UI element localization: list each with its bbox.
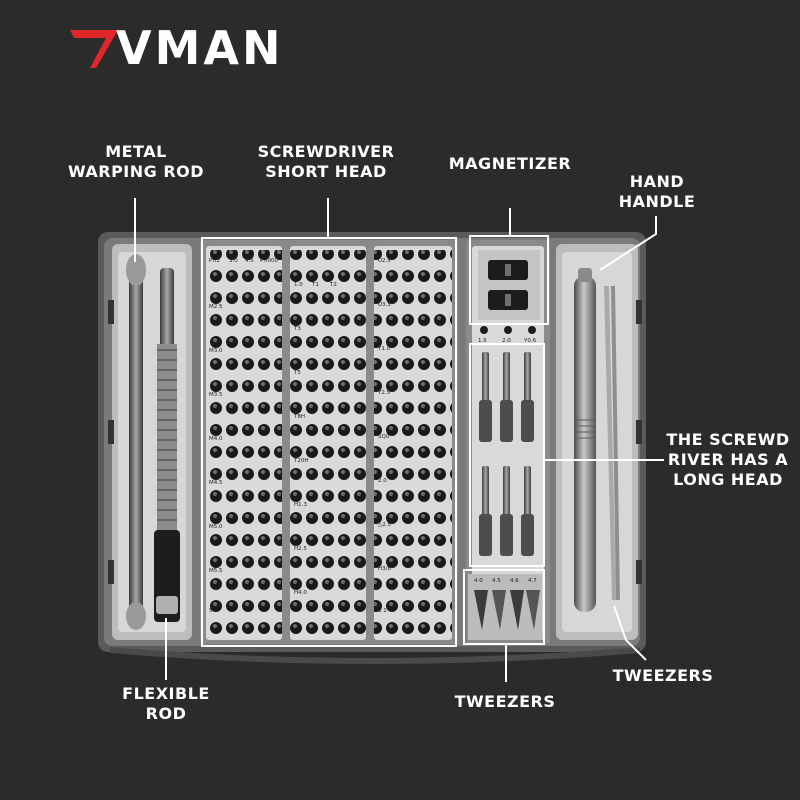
label-magnetizer: MAGNETIZER (448, 154, 572, 173)
tweezer-bits: 4.0 4.5 4.6 4.7 (468, 574, 542, 640)
bit-label: 2.0 (378, 478, 387, 484)
bit-label: T8H (293, 414, 305, 420)
long-head-bits (479, 352, 534, 556)
bit-label: T1 (311, 282, 319, 288)
bit-label: Y0.6 (523, 338, 537, 344)
bit-label: Y2.5 (377, 390, 391, 396)
bit-label: 1.0 (294, 282, 303, 288)
bit-label: H4.0 (294, 590, 307, 596)
bit-label: 2.0 (502, 338, 511, 344)
brand-logo: VMAN (66, 22, 283, 74)
bit-label: 1.5 (478, 338, 487, 344)
bit-label: T20H (293, 458, 309, 464)
bit-label: M3.0 (209, 348, 223, 354)
bit-label: M2.5 (209, 304, 223, 310)
label-long-head: THE SCREWD RIVER HAS A LONG HEAD (666, 430, 790, 489)
short-head-bit-tray (200, 240, 458, 644)
label-hand-handle: HAND HANDLE (618, 172, 696, 211)
label-tweezers-right: TWEEZERS (612, 666, 714, 685)
bit-label: H2.5 (294, 546, 307, 552)
label-metal-warping-rod: METAL WARPING ROD (67, 142, 205, 181)
bit-label: T2 (329, 282, 337, 288)
bit-label: 0.1 (378, 608, 387, 614)
bit-label: M4.5 (209, 480, 223, 486)
bit-label: M3.5 (209, 392, 223, 398)
logo-v-mark-icon (70, 30, 118, 68)
right-compartment (556, 244, 642, 640)
bit-label: △2.5 (378, 522, 391, 528)
metal-warping-rod (126, 254, 146, 630)
bit-label: T3 (293, 326, 301, 332)
flexible-rod (154, 268, 180, 622)
bit-label: H1.3 (294, 502, 307, 508)
bit-label: 3.0 (229, 258, 238, 264)
tweezer-bits-highlight-frame (463, 569, 545, 645)
bit-label: T5 (293, 370, 301, 376)
bit-label: PH2 (209, 258, 220, 264)
bit-label: 4.7 (528, 578, 537, 584)
bit-label: PH000 (260, 258, 278, 264)
bit-label-text: PH2 3.0 4.5 PH000 M2.5 M3.0 M3.5 M4.0 M4… (209, 258, 391, 614)
label-screwdriver-short-head: SCREWDRIVER SHORT HEAD (257, 142, 395, 181)
callout-lines (134, 198, 664, 682)
tweezers (604, 286, 620, 600)
bit-label: 4.6 (510, 578, 519, 584)
magnetizer: 1.5 2.0 Y0.6 (478, 250, 540, 344)
label-flexible-rod: FLEXIBLE ROD (122, 684, 210, 723)
bit-label: M5.5 (209, 568, 223, 574)
bit-label: U2.5 (378, 258, 391, 264)
bit-label: Y1.0 (377, 346, 391, 352)
bit-label: 5.0 (209, 608, 218, 614)
label-tweezers-bottom: TWEEZERS (454, 692, 556, 711)
bit-label: U3.5 (378, 302, 391, 308)
bit-label: 4.0 (474, 578, 483, 584)
brand-name: VMAN (116, 21, 284, 75)
bit-label: SQ0 (378, 434, 390, 440)
long-head-highlight-frame (469, 343, 545, 567)
bit-label: 4.5 (245, 258, 254, 264)
bit-label: M4.0 (209, 436, 223, 442)
bit-label: 4.5 (492, 578, 501, 584)
bit-label: H3/8 (378, 566, 391, 572)
bit-label: M5.0 (209, 524, 223, 530)
hand-handle (574, 268, 596, 612)
